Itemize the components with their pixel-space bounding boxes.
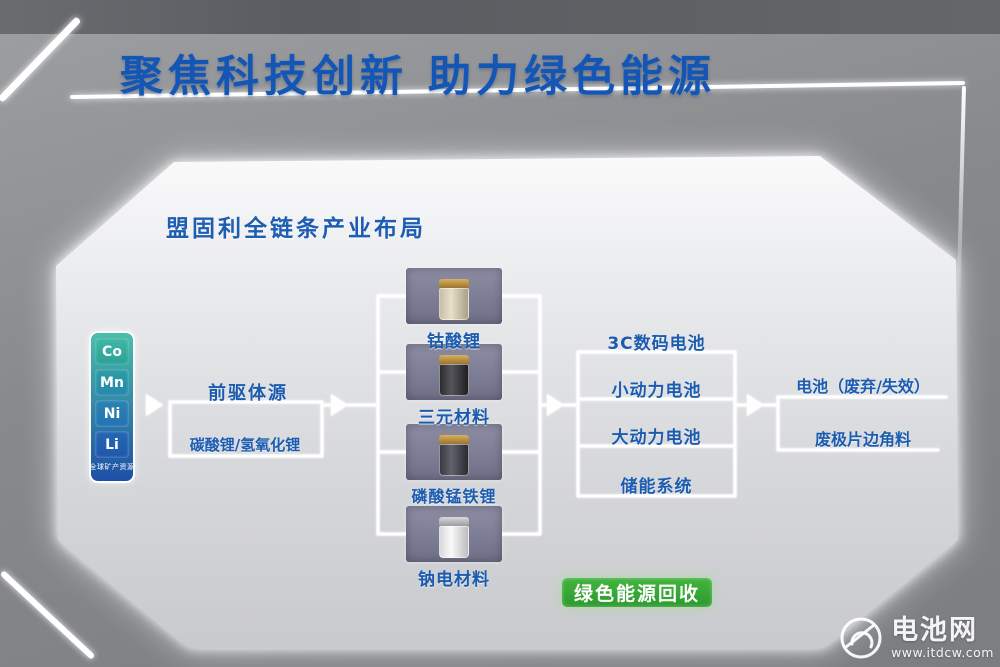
material-photo-ncm xyxy=(406,344,502,400)
label-lmfp: 磷酸锰铁锂 xyxy=(411,487,497,506)
label-lithium-carbonate-hydroxide: 碳酸锂/氢氧化锂 xyxy=(189,436,301,454)
watermark-url: www.itdcw.com xyxy=(891,644,994,660)
label-precursor: 前驱体源 xyxy=(208,383,288,404)
label-sodium-material: 钠电材料 xyxy=(418,570,490,590)
label-large-power-battery: 大动力电池 xyxy=(611,428,702,448)
label-energy-storage: 储能系统 xyxy=(620,477,693,497)
sample-jar-icon xyxy=(439,355,469,396)
sample-jar-icon xyxy=(439,517,469,558)
material-photo-lco xyxy=(406,268,502,324)
label-scrap-electrode: 废极片边角料 xyxy=(814,430,911,449)
material-photo-lmfp xyxy=(406,424,502,480)
sample-jar-icon xyxy=(439,435,469,476)
battery-net-logo-icon xyxy=(840,617,882,659)
green-energy-recycle-badge: 绿色能源回收 xyxy=(562,578,712,607)
mineral-chip-li: Li xyxy=(95,431,129,458)
watermark-texts: 电池网 www.itdcw.com xyxy=(891,615,994,660)
slogan-title: 聚焦科技创新 助力绿色能源 xyxy=(120,52,716,102)
label-lco: 钴酸锂 xyxy=(427,332,481,352)
mineral-caption: 全球矿产资源 xyxy=(89,463,135,471)
material-photo-sodium xyxy=(406,506,502,562)
watermark-name: 电池网 xyxy=(891,615,979,647)
ceiling-shadow-band xyxy=(0,0,1000,34)
mineral-chip-ni: Ni xyxy=(95,400,129,427)
label-small-power-battery: 小动力电池 xyxy=(611,381,702,401)
watermark: 电池网 www.itdcw.com xyxy=(838,615,994,661)
label-3c-battery: 3C数码电池 xyxy=(607,334,706,354)
mineral-chip-co: Co xyxy=(95,338,129,365)
label-waste-battery: 电池（废弃/失效） xyxy=(796,377,930,396)
sample-jar-icon xyxy=(439,279,469,320)
label-ncm: 三元材料 xyxy=(418,408,490,428)
mineral-chip-mn: Mn xyxy=(95,369,129,396)
mineral-resource-box: Co Mn Ni Li 全球矿产资源 xyxy=(89,331,135,483)
panel-title: 盟固利全链条产业布局 xyxy=(166,216,426,242)
